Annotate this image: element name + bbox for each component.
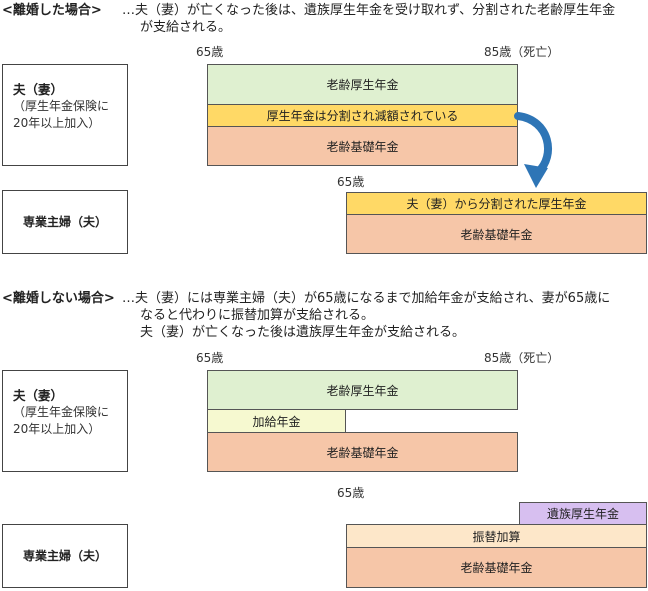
section1-bar-rorei-kosei: 老齢厚生年金 (207, 64, 518, 105)
section2-husband-box: 夫（妻） （厚生年金保険に 20年以上加入） (2, 370, 128, 472)
husband-name: 夫（妻） (13, 82, 64, 97)
section2-desc-line2: なると代わりに振替加算が支給される。 (140, 308, 375, 323)
section2-desc-line1: …夫（妻）には専業主婦（夫）が65歳になるまで加給年金が支給され、妻が65歳に (122, 291, 611, 306)
section1-bar-rorei-kiso: 老齢基礎年金 (207, 126, 518, 166)
section1-desc-line1: …夫（妻）が亡くなった後は、遺族厚生年金を受け取れず、分割された老齢厚生年金 (122, 3, 616, 18)
section1-bar-kosei-split: 厚生年金は分割され減額されている (207, 104, 518, 127)
husband-note-line1: （厚生年金保険に (13, 99, 110, 113)
section2-desc-line3: 夫（妻）が亡くなった後は遺族厚生年金が支給される。 (140, 325, 466, 340)
curved-arrow-icon (514, 112, 552, 188)
section2-age-65-mid-label: 65歳 (337, 486, 365, 500)
section1-homemaker-box: 専業主婦（夫） (2, 190, 128, 254)
section2-age-85-label: 85歳（死亡） (484, 351, 560, 365)
section2-bar-kakyu: 加給年金 (207, 409, 346, 433)
section2-age-65-label: 65歳 (196, 351, 224, 365)
section2-homemaker-box: 専業主婦（夫） (2, 524, 128, 588)
section1-age-85-label: 85歳（死亡） (484, 45, 560, 59)
section2-bar-rorei-kosei: 老齢厚生年金 (207, 370, 518, 410)
section2-bar-izoku: 遺族厚生年金 (519, 502, 647, 525)
husband-name: 夫（妻） (13, 388, 64, 403)
section1-title: <離婚した場合> (2, 3, 102, 18)
homemaker-name: 専業主婦（夫） (22, 548, 107, 563)
homemaker-name: 専業主婦（夫） (22, 214, 107, 229)
section1-bar-split-received: 夫（妻）から分割された厚生年金 (346, 192, 647, 215)
husband-note-line2: 20年以上加入） (13, 422, 101, 436)
section1-age-65-mid-label: 65歳 (337, 175, 365, 189)
husband-note-line1: （厚生年金保険に (13, 405, 110, 419)
section2-bar-rorei-kiso: 老齢基礎年金 (207, 432, 518, 472)
section1-desc-line2: が支給される。 (140, 20, 232, 35)
section2-bar-furikae: 振替加算 (346, 524, 647, 548)
section1-age-65-label: 65歳 (196, 45, 224, 59)
husband-note-line2: 20年以上加入） (13, 116, 101, 130)
section2-bar-rorei-kiso-2: 老齢基礎年金 (346, 547, 647, 588)
section1-bar-rorei-kiso-2: 老齢基礎年金 (346, 214, 647, 254)
section2-title: <離婚しない場合> (2, 291, 115, 306)
section1-husband-box: 夫（妻） （厚生年金保険に 20年以上加入） (2, 64, 128, 166)
